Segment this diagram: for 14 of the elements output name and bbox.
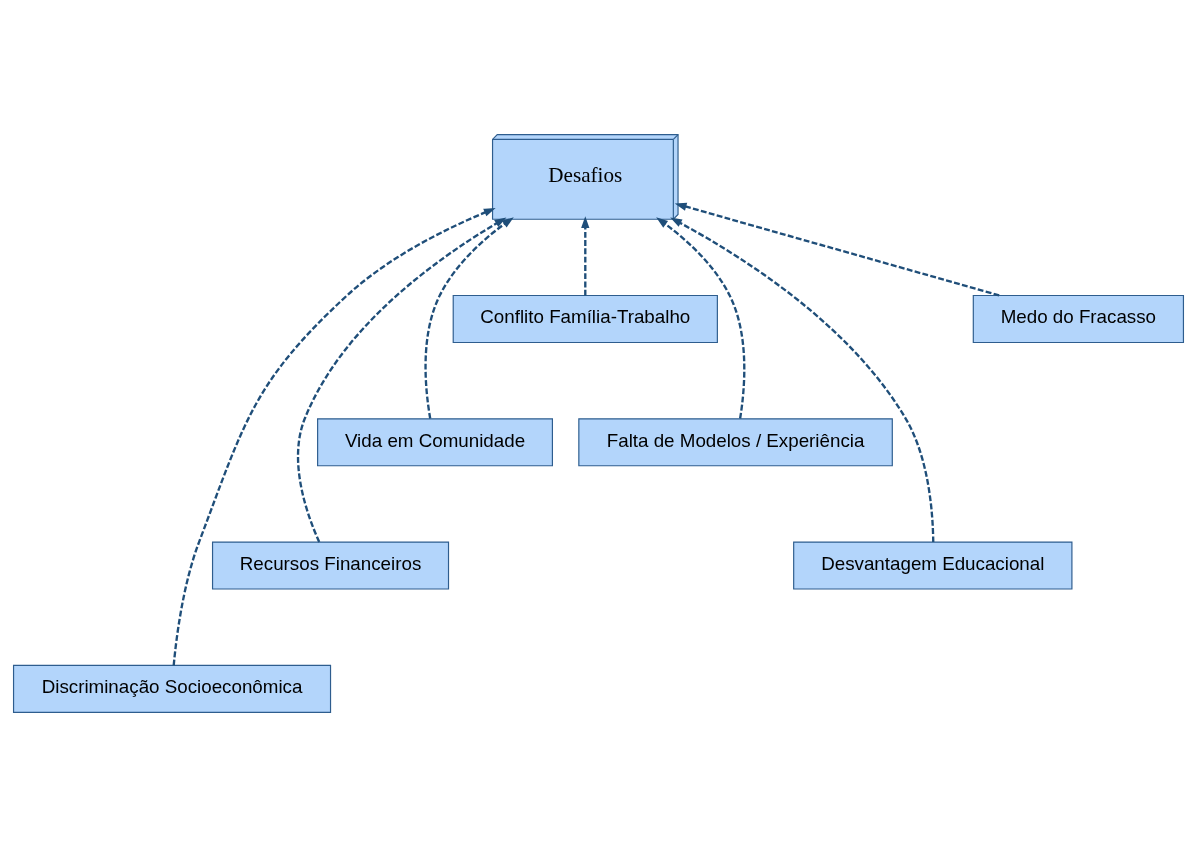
node-box: Recursos Financeiros: [211, 541, 450, 590]
node-box: Conflito Família-Trabalho: [452, 294, 718, 344]
node-box: Discriminação Socioeconômica: [12, 664, 332, 713]
node-box: Medo do Fracasso: [972, 294, 1185, 344]
node-box: Falta de Modelos / Experiência: [578, 418, 893, 467]
arrow: [670, 217, 935, 543]
arrow: [674, 202, 1000, 297]
arrow: [424, 217, 514, 419]
arrow: [172, 208, 496, 666]
arrow: [296, 217, 507, 543]
node-box: Desvantagem Educacional: [793, 541, 1073, 590]
arrow: [581, 216, 590, 296]
node-box: Vida em Comunidade: [317, 418, 553, 467]
arrow: [656, 217, 746, 419]
